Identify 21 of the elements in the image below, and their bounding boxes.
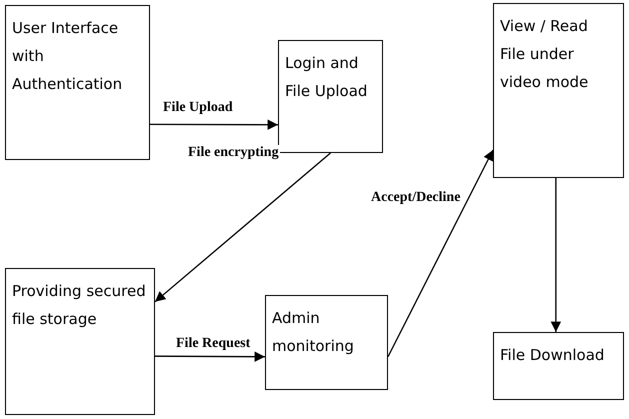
node-text: Login and File Upload: [285, 53, 368, 102]
node-text: View / Read File under video mode: [500, 16, 590, 93]
arrow: [154, 152, 331, 302]
arrow: [155, 352, 265, 362]
edge-label: File Request: [175, 336, 252, 352]
process-box: [265, 295, 388, 390]
process-box: [5, 5, 150, 160]
process-box: [278, 40, 383, 153]
process-box: [493, 3, 624, 178]
process-box: [5, 268, 155, 415]
node-text: Providing secured file storage: [12, 281, 147, 330]
edge-label: File Upload: [162, 100, 234, 116]
node-text: User Interface with Authentication: [12, 18, 124, 95]
node-text: File Download: [500, 345, 606, 366]
edge-label: Accept/Decline: [370, 190, 462, 206]
arrow: [550, 178, 562, 332]
edge-label: File encrypting: [187, 145, 280, 161]
arrow: [387, 150, 494, 358]
node-text: Admin monitoring: [272, 308, 355, 357]
arrow: [150, 120, 278, 130]
process-box: [493, 332, 624, 400]
